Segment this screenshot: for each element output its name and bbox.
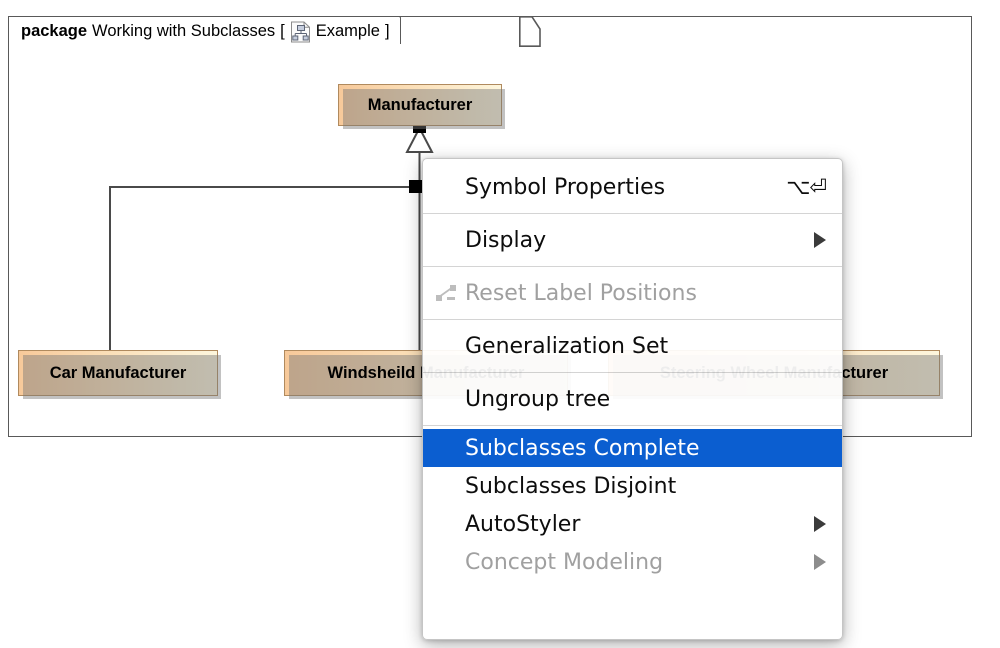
package-tab[interactable]: package Working with Subclasses [ Exampl… xyxy=(8,16,401,46)
package-name: Working with Subclasses xyxy=(92,22,276,40)
reset-label-positions-icon xyxy=(436,285,456,301)
diagram-tree-document-icon xyxy=(290,21,311,43)
menu-item-label: AutoStyler xyxy=(465,511,581,537)
menu-item-concept-modeling: Concept Modeling xyxy=(423,543,842,581)
bracket-close: ] xyxy=(384,22,390,40)
menu-item-generalization-set[interactable]: Generalization Set xyxy=(423,323,842,369)
menu-item-shortcut: ⌥⏎ xyxy=(786,175,827,199)
package-keyword: package xyxy=(21,22,88,40)
submenu-arrow-icon xyxy=(814,554,826,570)
menu-item-label: Subclasses Complete xyxy=(465,435,700,461)
menu-item-label: Reset Label Positions xyxy=(465,280,697,306)
menu-item-autostyler[interactable]: AutoStyler xyxy=(423,505,842,543)
submenu-arrow-icon xyxy=(814,232,826,248)
menu-item-label: Concept Modeling xyxy=(465,549,664,575)
class-name: Car Manufacturer xyxy=(49,363,187,382)
menu-item-ungroup-tree[interactable]: Ungroup tree xyxy=(423,376,842,422)
menu-item-label: Symbol Properties xyxy=(465,174,666,200)
menu-separator xyxy=(423,372,842,373)
menu-item-label: Ungroup tree xyxy=(465,386,611,412)
class-box-manufacturer[interactable]: Manufacturer xyxy=(338,84,505,129)
menu-item-label: Subclasses Disjoint xyxy=(465,473,677,499)
menu-separator xyxy=(423,319,842,320)
menu-item-label: Display xyxy=(465,227,547,253)
bracket-open: [ xyxy=(280,22,285,40)
menu-item-subclasses-disjoint[interactable]: Subclasses Disjoint xyxy=(423,467,842,505)
menu-separator xyxy=(423,213,842,214)
menu-separator xyxy=(423,425,842,426)
menu-item-symbol-properties[interactable]: Symbol Properties ⌥⏎ xyxy=(423,164,842,210)
menu-item-subclasses-complete[interactable]: Subclasses Complete xyxy=(423,429,842,467)
diagram-name: Example xyxy=(315,22,380,40)
package-tab-seam xyxy=(10,44,518,48)
menu-separator xyxy=(423,266,842,267)
menu-item-reset-label-positions: Reset Label Positions xyxy=(423,270,842,316)
class-box-car-manufacturer[interactable]: Car Manufacturer xyxy=(18,350,221,399)
submenu-arrow-icon xyxy=(814,516,826,532)
class-name: Manufacturer xyxy=(367,95,473,114)
menu-item-display[interactable]: Display xyxy=(423,217,842,263)
menu-item-label: Generalization Set xyxy=(465,333,669,359)
selection-handle[interactable] xyxy=(409,180,422,193)
